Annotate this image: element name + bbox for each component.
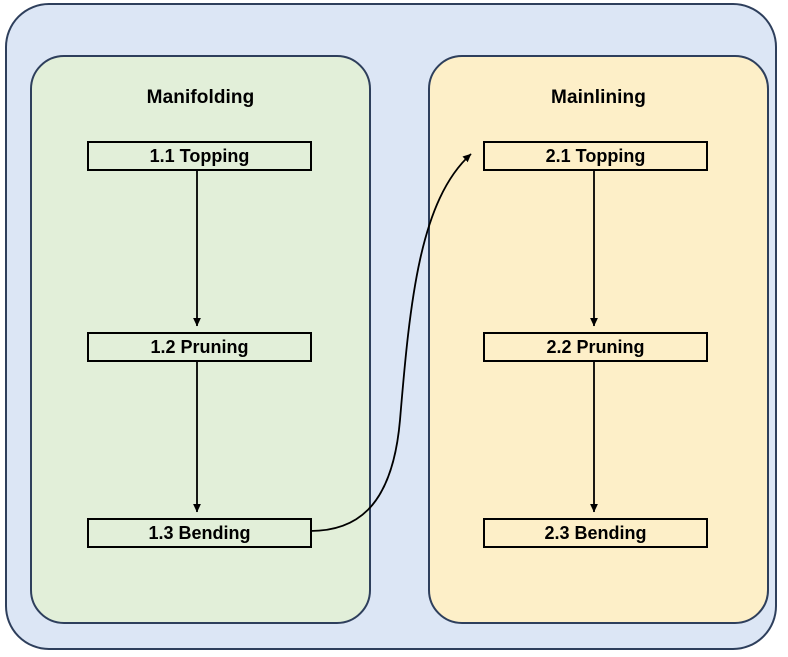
node-2-2-pruning[interactable]: 2.2 Pruning [483, 332, 708, 362]
lane-mainlining[interactable]: Mainlining 2.1 Topping 2.2 Pruning 2.3 B… [428, 55, 769, 624]
lane-manifolding[interactable]: Manifolding 1.1 Topping 1.2 Pruning 1.3 … [30, 55, 371, 624]
node-2-3-bending[interactable]: 2.3 Bending [483, 518, 708, 548]
node-2-1-topping[interactable]: 2.1 Topping [483, 141, 708, 171]
node-1-1-topping[interactable]: 1.1 Topping [87, 141, 312, 171]
node-1-2-pruning[interactable]: 1.2 Pruning [87, 332, 312, 362]
node-1-3-bending[interactable]: 1.3 Bending [87, 518, 312, 548]
lane-title-manifolding: Manifolding [146, 87, 255, 108]
lane-title-mainlining: Mainlining [551, 87, 646, 108]
